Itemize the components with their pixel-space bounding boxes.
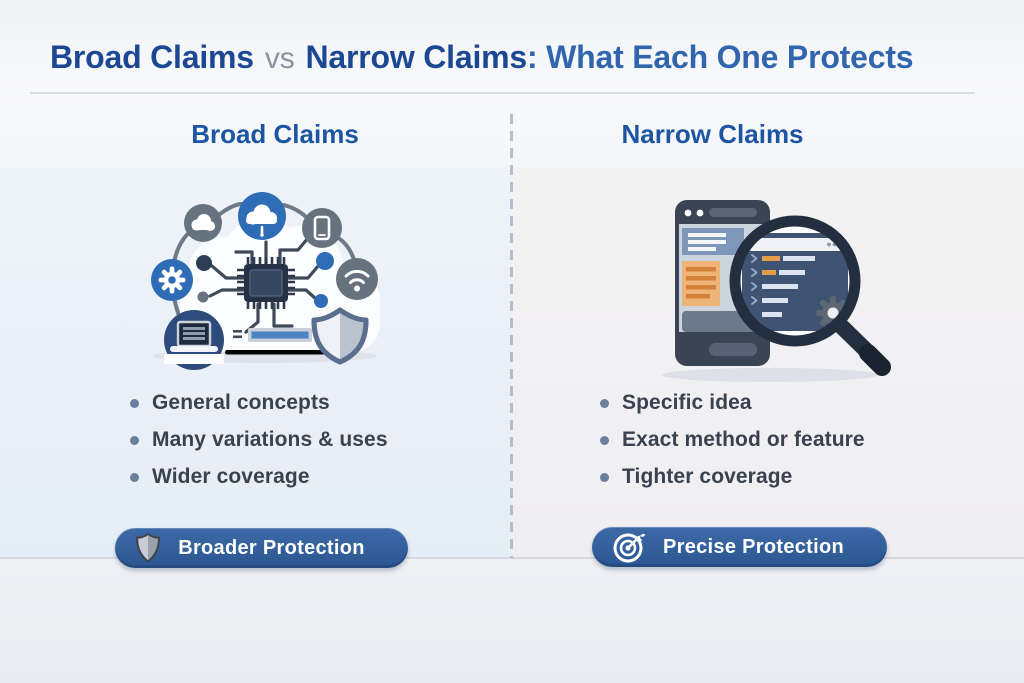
bullet-dot-icon [600,435,609,445]
bullet-label: Exact method or feature [622,428,865,451]
bullet-label: Specific idea [622,391,752,414]
broad-claims-bullet-list: General concepts Many variations & uses … [130,391,388,489]
shield-icon [311,307,369,365]
badge-label: Broader Protection [178,536,365,559]
bullet-label: General concepts [152,391,330,414]
shadow [662,368,878,382]
list-item: General concepts [130,391,388,415]
shield-icon [135,533,161,563]
column-header-narrow: Narrow Claims [621,119,804,149]
cloud-upload-icon [238,192,286,240]
title-subtitle: : What Each One Protects [526,39,914,75]
base-line [225,350,337,355]
node-dot [316,252,334,270]
laptop-icon [164,310,224,370]
title-divider [30,92,975,94]
broader-protection-badge[interactable]: Broader Protection [115,528,408,568]
magnifier-handle [830,315,891,376]
cloud-icon [184,204,222,242]
column-header-broad: Broad Claims [191,119,359,149]
narrow-claims-illustration [662,200,891,382]
wifi-icon [336,258,378,300]
circuit-traces [208,236,321,334]
list-item: Wider coverage [130,465,388,489]
gear-icon [151,259,193,301]
bullet-dot-icon [600,472,609,482]
bullet-dot-icon [600,398,609,408]
bullet-label: Tighter coverage [622,465,793,488]
page-title: Broad Claims vs Narrow Claims: What Each O… [50,39,914,75]
smartphone-icon [302,208,342,248]
magnifier-icon [729,215,861,347]
bottom-band [0,558,1024,683]
panel-bottom-divider [0,557,1024,559]
badge-label: Precise Protection [662,535,845,558]
bullet-label: Many variations & uses [152,428,388,451]
title-vs: vs [264,42,295,75]
node-dot [314,294,328,308]
list-item: Many variations & uses [130,428,388,452]
progress-bar [233,328,312,342]
node-dot [197,291,209,303]
target-icon [612,530,646,564]
bullet-dot-icon [130,472,139,482]
cpu-chip-icon [237,257,295,309]
bullet-dot-icon [130,398,139,408]
list-item: Specific idea [600,391,865,415]
bullet-dot-icon [130,435,139,445]
node-dot [196,255,212,271]
code-window-icon [742,233,848,331]
title-narrow-claims: Narrow Claims [305,39,528,75]
precise-protection-badge[interactable]: Precise Protection [592,527,887,567]
list-item: Exact method or feature [600,428,865,452]
broad-claims-illustration [151,192,380,370]
bullet-label: Wider coverage [152,465,310,488]
title-broad-claims: Broad Claims [50,39,254,75]
column-divider-dashed [510,114,513,558]
list-item: Tighter coverage [600,465,865,489]
narrow-claims-bullet-list: Specific idea Exact method or feature Ti… [600,391,865,489]
